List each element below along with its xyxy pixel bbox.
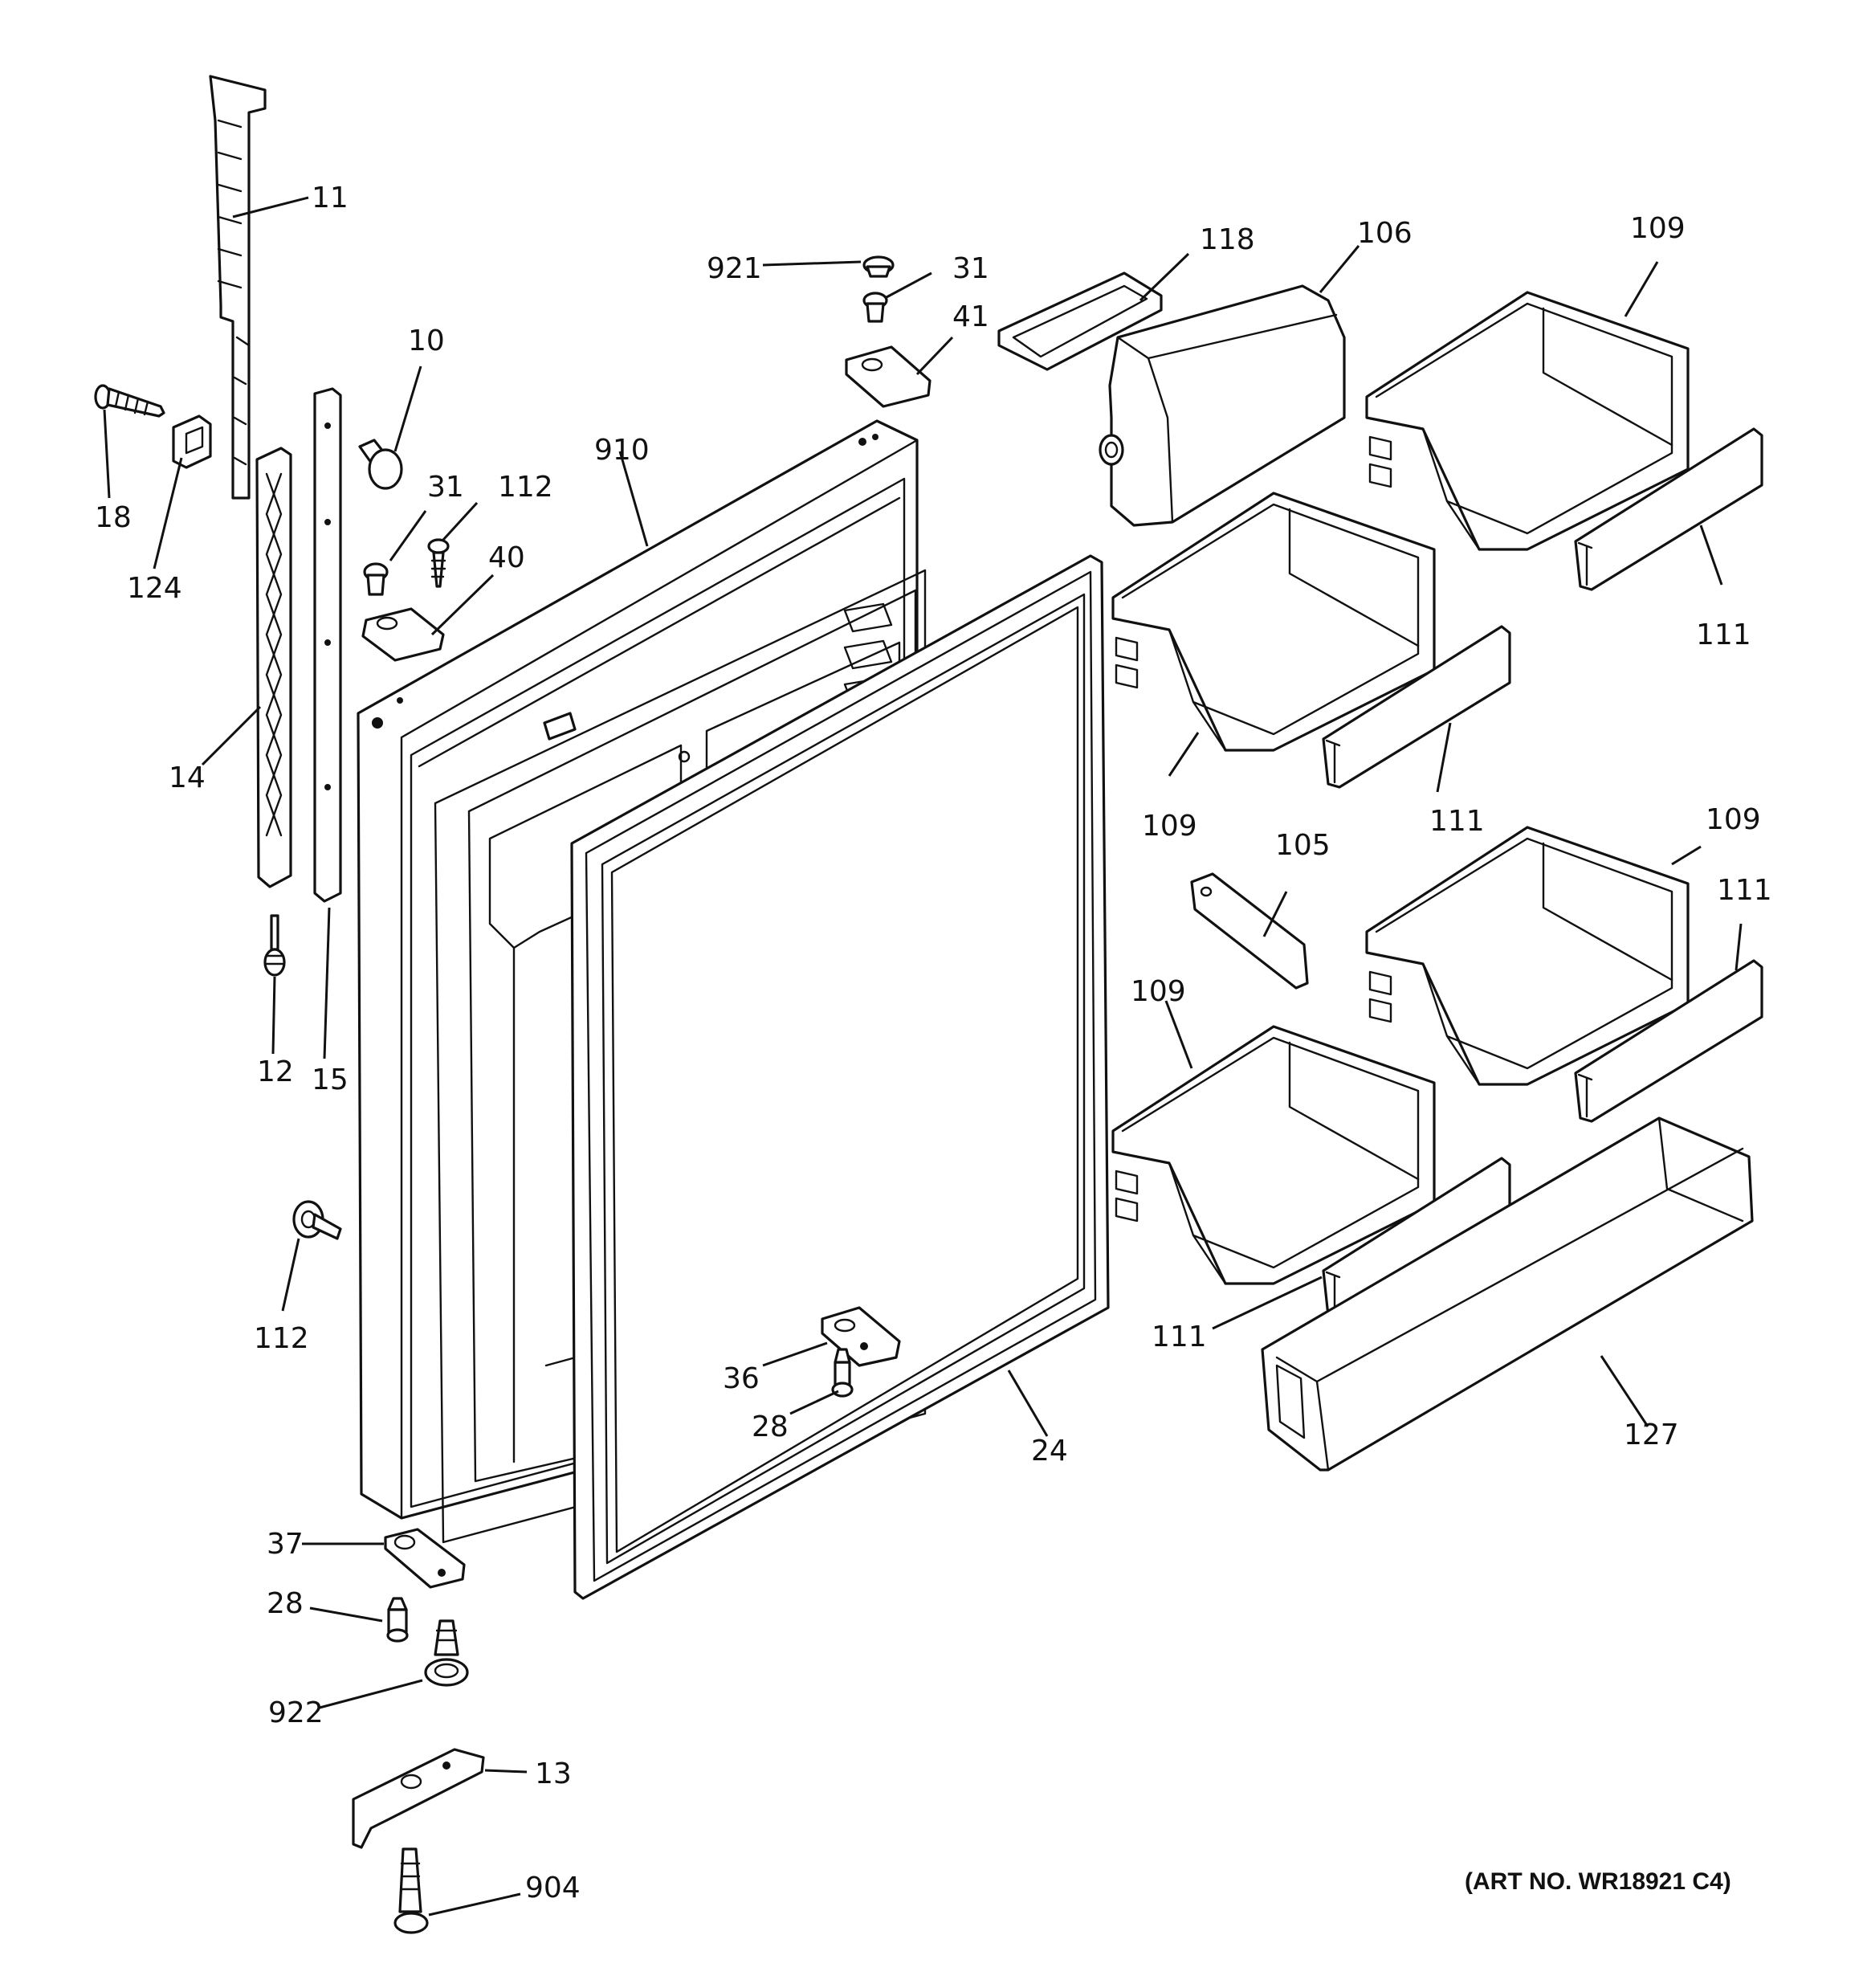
callout-111-mid-right: 111 (1717, 874, 1772, 907)
part-31-bushing (363, 562, 389, 596)
part-124-clip (172, 414, 212, 469)
part-40-hinge-plate (361, 607, 445, 662)
callout-921: 921 (707, 252, 762, 285)
callout-109-mid-left: 109 (1142, 810, 1197, 843)
callout-109-top-right: 109 (1630, 212, 1686, 245)
part-112-screw-lower (292, 1200, 342, 1240)
callout-118: 118 (1200, 223, 1255, 256)
part-15-strip (313, 387, 342, 903)
part-36-hinge-plate (821, 1306, 901, 1367)
part-111-bin-trim-2 (1322, 625, 1511, 789)
callout-106: 106 (1357, 217, 1413, 250)
callout-36: 36 (723, 1362, 760, 1395)
callout-904: 904 (525, 1872, 581, 1904)
part-28-bushing-lower (386, 1597, 409, 1643)
callout-111-low-left: 111 (1152, 1321, 1207, 1353)
part-41-hinge-plate (845, 345, 932, 408)
leader-lines (103, 196, 1743, 1917)
part-14-channel (255, 447, 292, 888)
part-109-door-bin-1 (1365, 291, 1690, 551)
part-111-bin-trim-1 (1574, 427, 1763, 591)
callout-109-mid-right: 109 (1706, 803, 1761, 836)
callout-10: 10 (408, 325, 445, 357)
callout-112-lower: 112 (254, 1322, 309, 1355)
part-904-hinge-pin (393, 1847, 429, 1934)
callout-109-low-left: 109 (1131, 975, 1186, 1008)
part-127-gallon-bin (1261, 1116, 1754, 1472)
part-12-screw (263, 914, 286, 977)
callout-28-lower: 28 (267, 1587, 304, 1620)
part-118-dairy-lid (997, 271, 1163, 371)
callout-labels: 11 18 124 14 12 15 10 31 112 40 910 921 … (95, 182, 1772, 1904)
part-31-bushing-top (862, 292, 888, 323)
callout-11: 11 (312, 182, 349, 214)
part-13-bottom-hinge (352, 1748, 485, 1849)
callout-910: 910 (594, 434, 650, 467)
callout-13: 13 (535, 1757, 572, 1790)
callout-124: 124 (127, 572, 182, 605)
callout-40: 40 (488, 541, 525, 574)
part-109-door-bin-2 (1111, 492, 1436, 752)
callout-24: 24 (1031, 1435, 1068, 1468)
callout-105: 105 (1275, 829, 1331, 862)
callout-127: 127 (1624, 1419, 1679, 1451)
callout-12: 12 (257, 1055, 294, 1088)
part-37-hinge-plate (384, 1528, 466, 1589)
part-109-door-bin-4 (1111, 1025, 1436, 1285)
part-11-handle (209, 75, 267, 500)
callout-14: 14 (169, 761, 206, 794)
art-number: (ART NO. WR18921 C4) (1465, 1868, 1731, 1895)
callout-15: 15 (312, 1063, 349, 1096)
part-109-door-bin-3 (1365, 826, 1690, 1086)
callout-18: 18 (95, 501, 132, 534)
part-105-bin-divider (1190, 872, 1309, 990)
callout-31-top: 31 (952, 252, 989, 285)
callout-111-mid-left: 111 (1429, 805, 1485, 838)
part-24-gasket (570, 554, 1110, 1600)
callout-922: 922 (268, 1696, 324, 1729)
part-10-plug (358, 439, 403, 490)
part-111-bin-trim-3 (1574, 959, 1763, 1123)
callout-111-top-right: 111 (1696, 618, 1751, 651)
part-921-cap (862, 255, 895, 278)
part-922-hinge-pin (424, 1619, 469, 1687)
callout-112-top: 112 (498, 471, 553, 504)
part-112-screw (427, 538, 450, 588)
callout-31-left: 31 (427, 471, 464, 504)
part-18-screw (94, 384, 165, 418)
callout-28-center: 28 (752, 1410, 789, 1443)
part-28-bushing (831, 1348, 854, 1398)
callout-41: 41 (952, 300, 989, 333)
callout-37: 37 (267, 1528, 304, 1561)
part-106-dairy-compartment (1099, 284, 1346, 527)
